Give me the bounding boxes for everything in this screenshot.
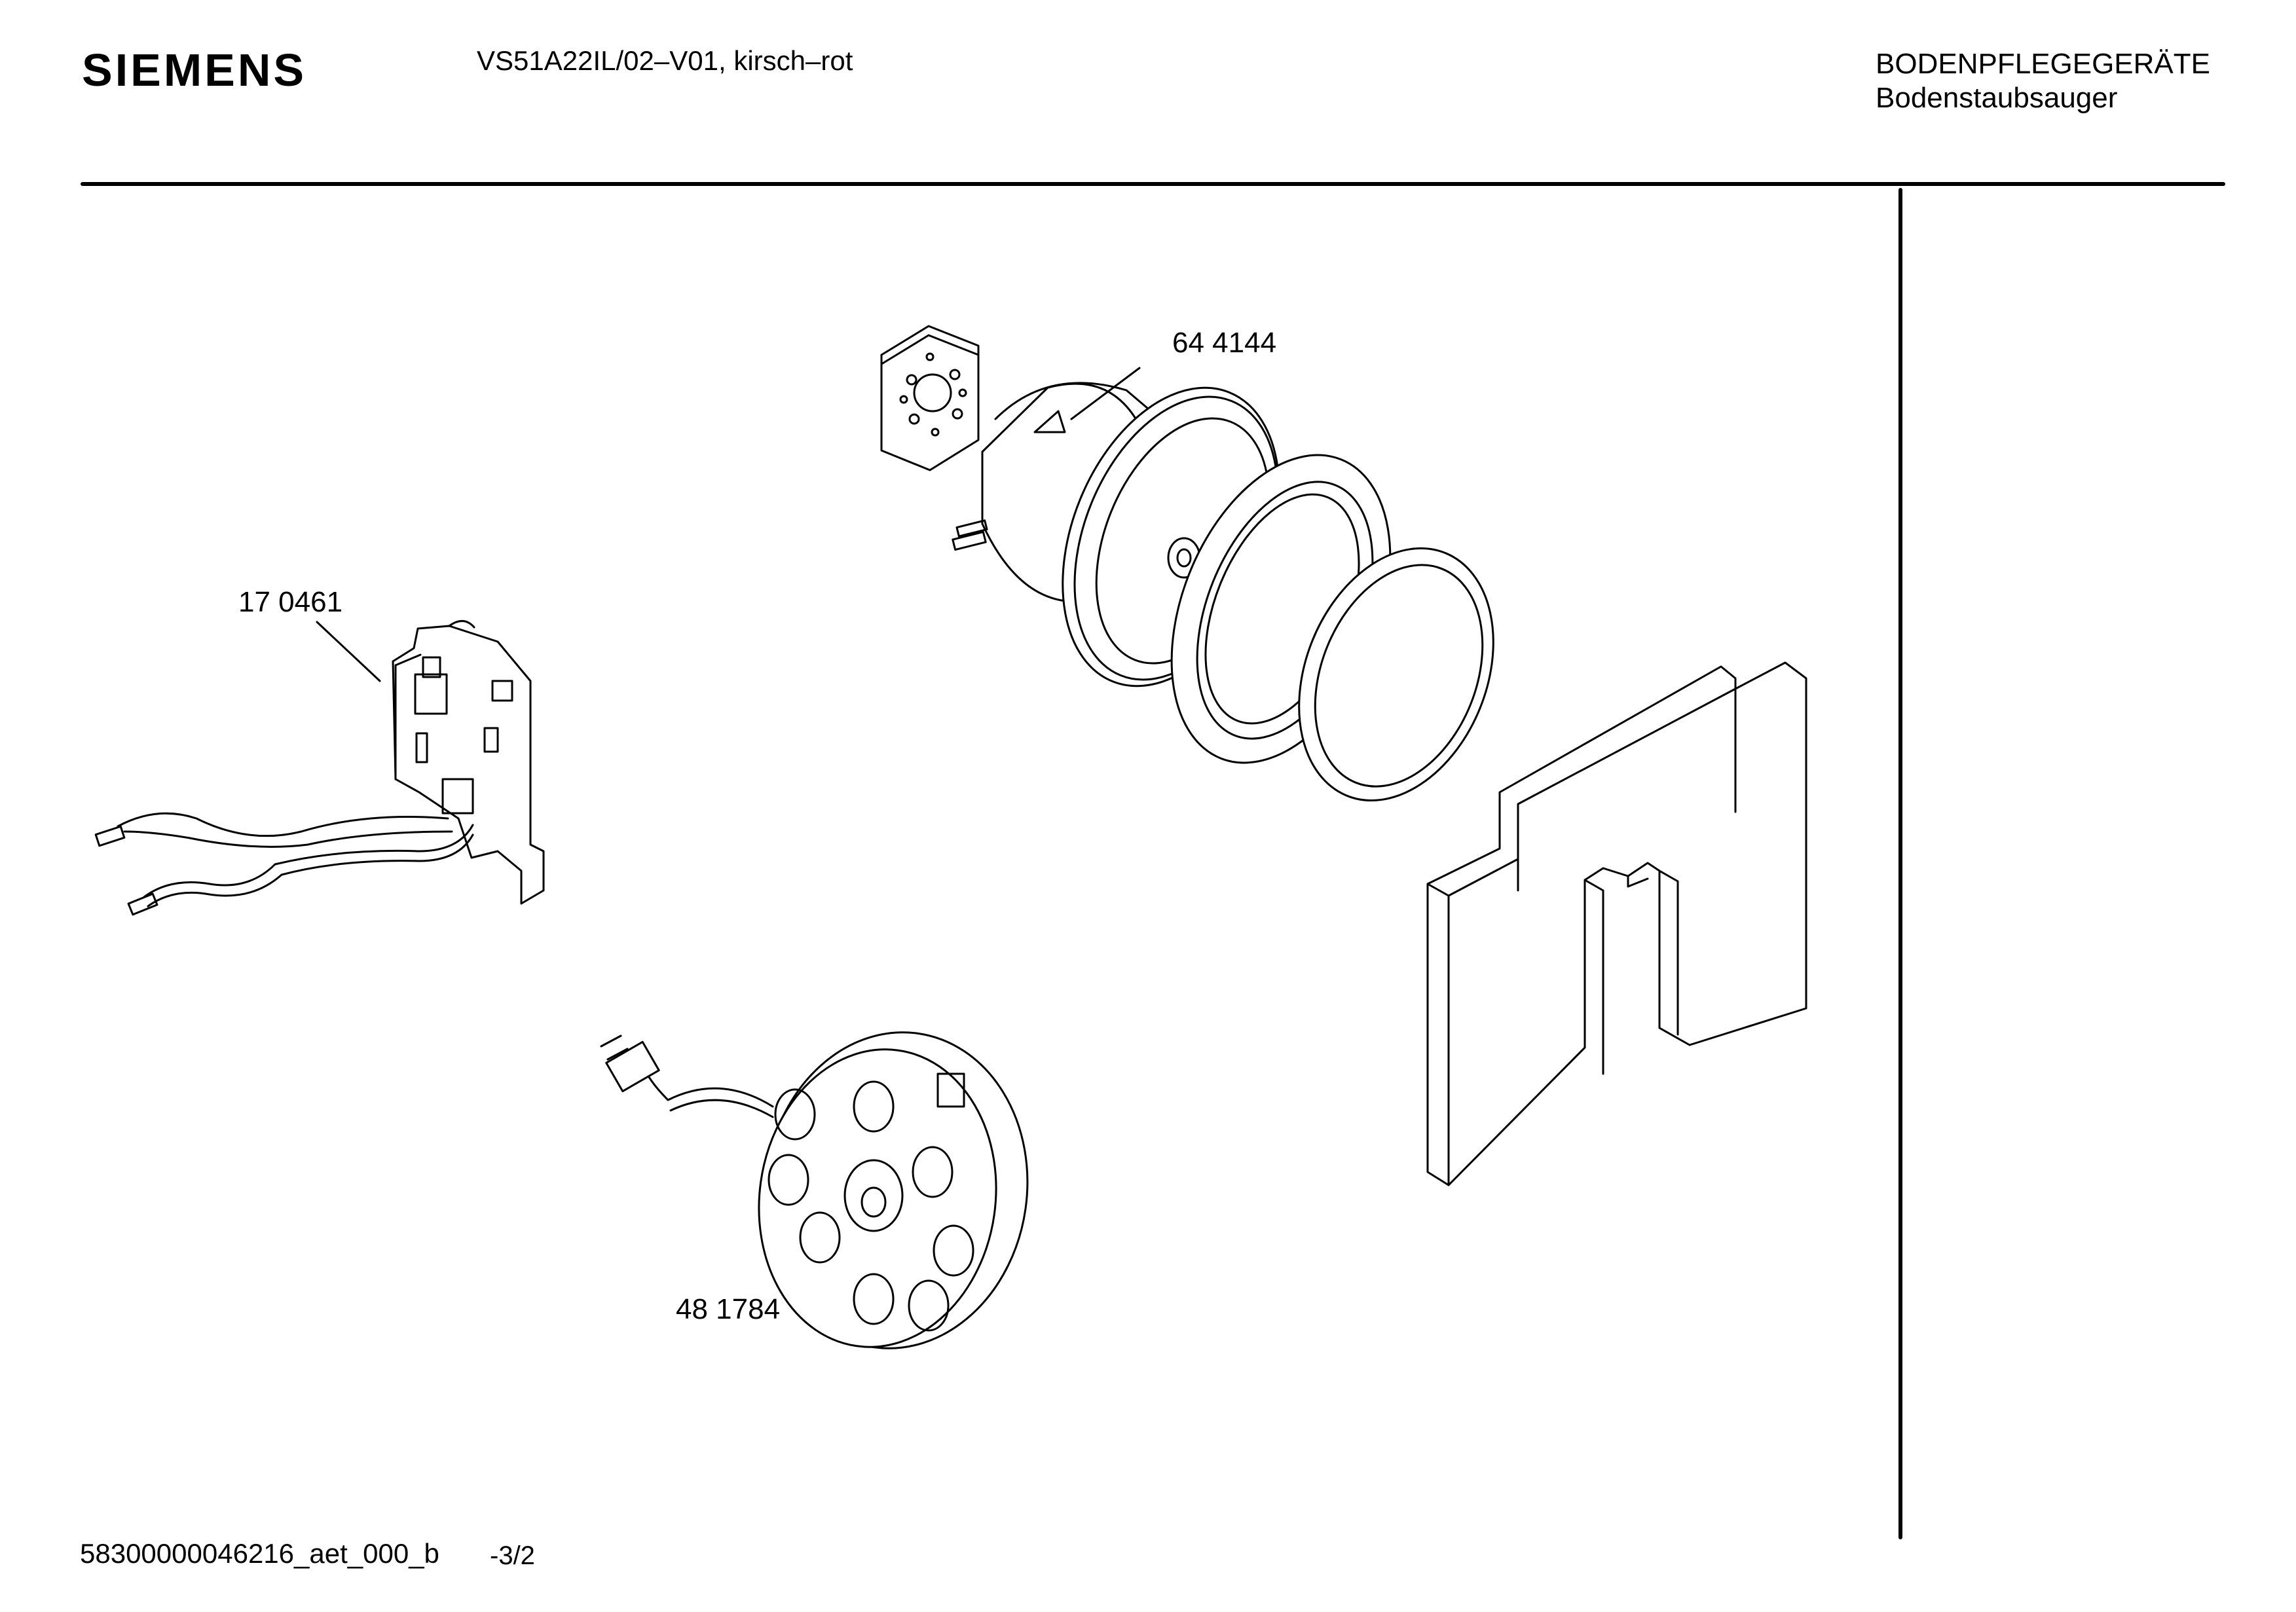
category-subtitle: Bodenstaubsauger [1876,82,2118,114]
switch-assembly [94,620,545,916]
motor-mount-plate [880,325,980,471]
document-id: 58300000046216_aet_000_b [80,1538,439,1569]
part-number-switch: 17 0461 [238,586,343,618]
category-title: BODENPFLEGEGERÄTE [1876,48,2211,80]
leader-switch [316,621,381,682]
part-number-cable-reel: 48 1784 [676,1293,781,1325]
leader-motor [1070,367,1141,420]
part-number-motor: 64 4144 [1172,327,1277,359]
page-indicator: -3/2 [490,1541,535,1570]
clamp-ring [1298,547,1494,802]
foam-filter [1426,661,1807,1186]
model-designation: VS51A22IL/02–V01, kirsch–rot [477,45,853,76]
brand-logo: SIEMENS [82,45,307,96]
cable-reel [600,1031,1029,1349]
